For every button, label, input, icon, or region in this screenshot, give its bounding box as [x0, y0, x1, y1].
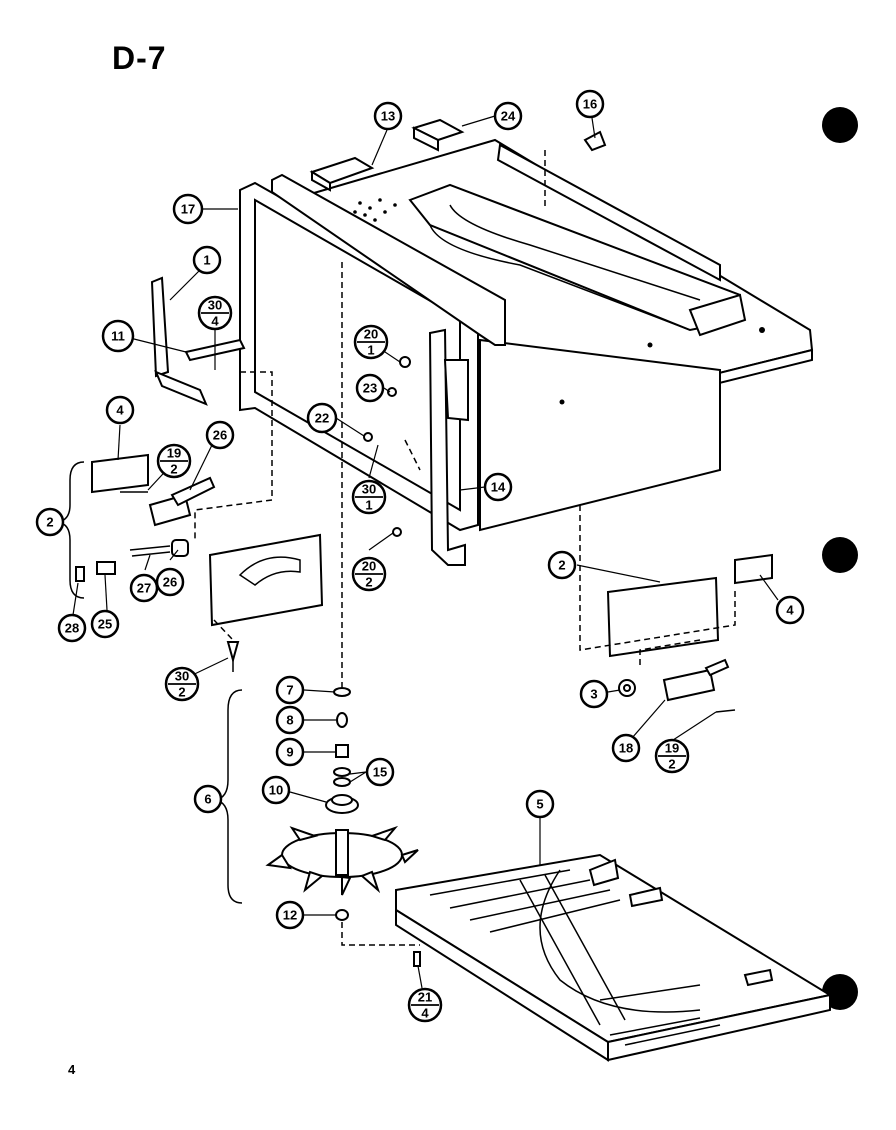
callout-13: 13 [373, 101, 403, 131]
callout-21-4: 214 [407, 987, 443, 1023]
callout-label: 3 [590, 687, 597, 702]
callout-label: 6 [204, 792, 211, 807]
binder-hole-top [822, 107, 858, 143]
callout-2-left: 2 [35, 507, 65, 537]
callout-28: 28 [57, 613, 87, 643]
switch-assembly-left [75, 453, 324, 627]
callout-4-right: 4 [775, 595, 805, 625]
callout-30-1: 301 [351, 479, 387, 515]
callout-label: 10 [269, 783, 283, 798]
callout-label: 1 [367, 343, 374, 358]
callout-7: 7 [275, 675, 305, 705]
callout-label: 2 [46, 515, 53, 530]
callout-label: 2 [558, 558, 565, 573]
leader-lines [72, 115, 779, 989]
callout-22: 22 [306, 402, 338, 434]
binder-hole-middle [822, 537, 858, 573]
callout-label: 17 [181, 202, 195, 217]
callout-label: 16 [583, 97, 597, 112]
callout-label: 12 [283, 908, 297, 923]
terminal-block-13 [309, 156, 375, 192]
callout-27: 27 [129, 573, 159, 603]
callout-4-left: 4 [105, 395, 135, 425]
callout-14: 14 [483, 472, 513, 502]
callout-18: 18 [611, 733, 641, 763]
callout-label: 19 [167, 446, 181, 461]
callout-label: 1 [203, 253, 210, 268]
callout-9: 9 [275, 737, 305, 767]
callout-26-top: 26 [205, 420, 235, 450]
callout-label: 2 [178, 685, 185, 700]
callout-label: 15 [373, 765, 387, 780]
callout-label: 1 [365, 498, 372, 513]
callout-15: 15 [365, 757, 395, 787]
callout-label: 27 [137, 581, 151, 596]
callout-6: 6 [193, 784, 223, 814]
terminal-block-24 [411, 118, 465, 152]
callout-label: 4 [116, 403, 124, 418]
fan-hub-stack [325, 687, 359, 921]
callout-label: 30 [175, 669, 189, 684]
callout-label: 19 [665, 741, 679, 756]
callout-label: 26 [213, 428, 227, 443]
callout-12: 12 [275, 900, 305, 930]
callout-label: 14 [491, 480, 506, 495]
callout-label: 4 [421, 1006, 429, 1021]
callout-label: 28 [65, 621, 79, 636]
callout-label: 22 [315, 411, 329, 426]
callout-10: 10 [261, 775, 291, 805]
screws [120, 356, 421, 967]
callout-30-2: 302 [164, 666, 200, 702]
callout-8: 8 [275, 705, 305, 735]
callout-label: 20 [362, 559, 376, 574]
callout-label: 18 [619, 741, 633, 756]
diagram-title: D-7 [112, 40, 167, 76]
callout-label: 9 [286, 745, 293, 760]
page-number: 4 [68, 1062, 76, 1077]
callout-19-2-right: 192 [654, 738, 690, 774]
callout-label: 5 [536, 797, 543, 812]
callout-20-1: 201 [353, 324, 389, 360]
callout-label: 13 [381, 109, 395, 124]
base-pan-5 [395, 853, 833, 1062]
callout-11: 11 [101, 319, 135, 353]
callout-label: 20 [364, 327, 378, 342]
callout-label: 25 [98, 617, 112, 632]
callout-20-2: 202 [351, 556, 387, 592]
callout-label: 21 [418, 990, 432, 1005]
group-braces [57, 461, 243, 904]
callout-25: 25 [90, 609, 120, 639]
callout-label: 11 [111, 329, 125, 344]
callout-26-lower: 26 [155, 567, 185, 597]
callout-label: 2 [170, 462, 177, 477]
bracket-1 [150, 276, 208, 406]
callout-label: 4 [786, 603, 794, 618]
callout-16: 16 [575, 89, 605, 119]
callout-17: 17 [172, 193, 204, 225]
callout-label: 8 [286, 713, 293, 728]
assembly-lines [194, 150, 736, 946]
callout-label: 7 [286, 683, 293, 698]
callout-label: 4 [211, 314, 219, 329]
fan-blade-10 [265, 825, 419, 896]
callout-5: 5 [525, 789, 555, 819]
callout-label: 30 [362, 482, 376, 497]
switch-assembly-right [606, 553, 773, 713]
callout-label: 26 [163, 575, 177, 590]
callout-label: 2 [365, 575, 372, 590]
callout-label: 30 [208, 298, 222, 313]
cabinet-housing [239, 138, 814, 566]
callout-24: 24 [493, 101, 523, 131]
callout-label: 23 [363, 381, 377, 396]
callout-30-4: 304 [197, 295, 233, 331]
callout-23: 23 [355, 373, 385, 403]
callout-3: 3 [579, 679, 609, 709]
callout-1: 1 [192, 245, 222, 275]
callout-2-right: 2 [547, 550, 577, 580]
callout-label: 24 [501, 109, 516, 124]
callout-label: 2 [668, 757, 675, 772]
callout-19-2-left: 192 [156, 443, 192, 479]
